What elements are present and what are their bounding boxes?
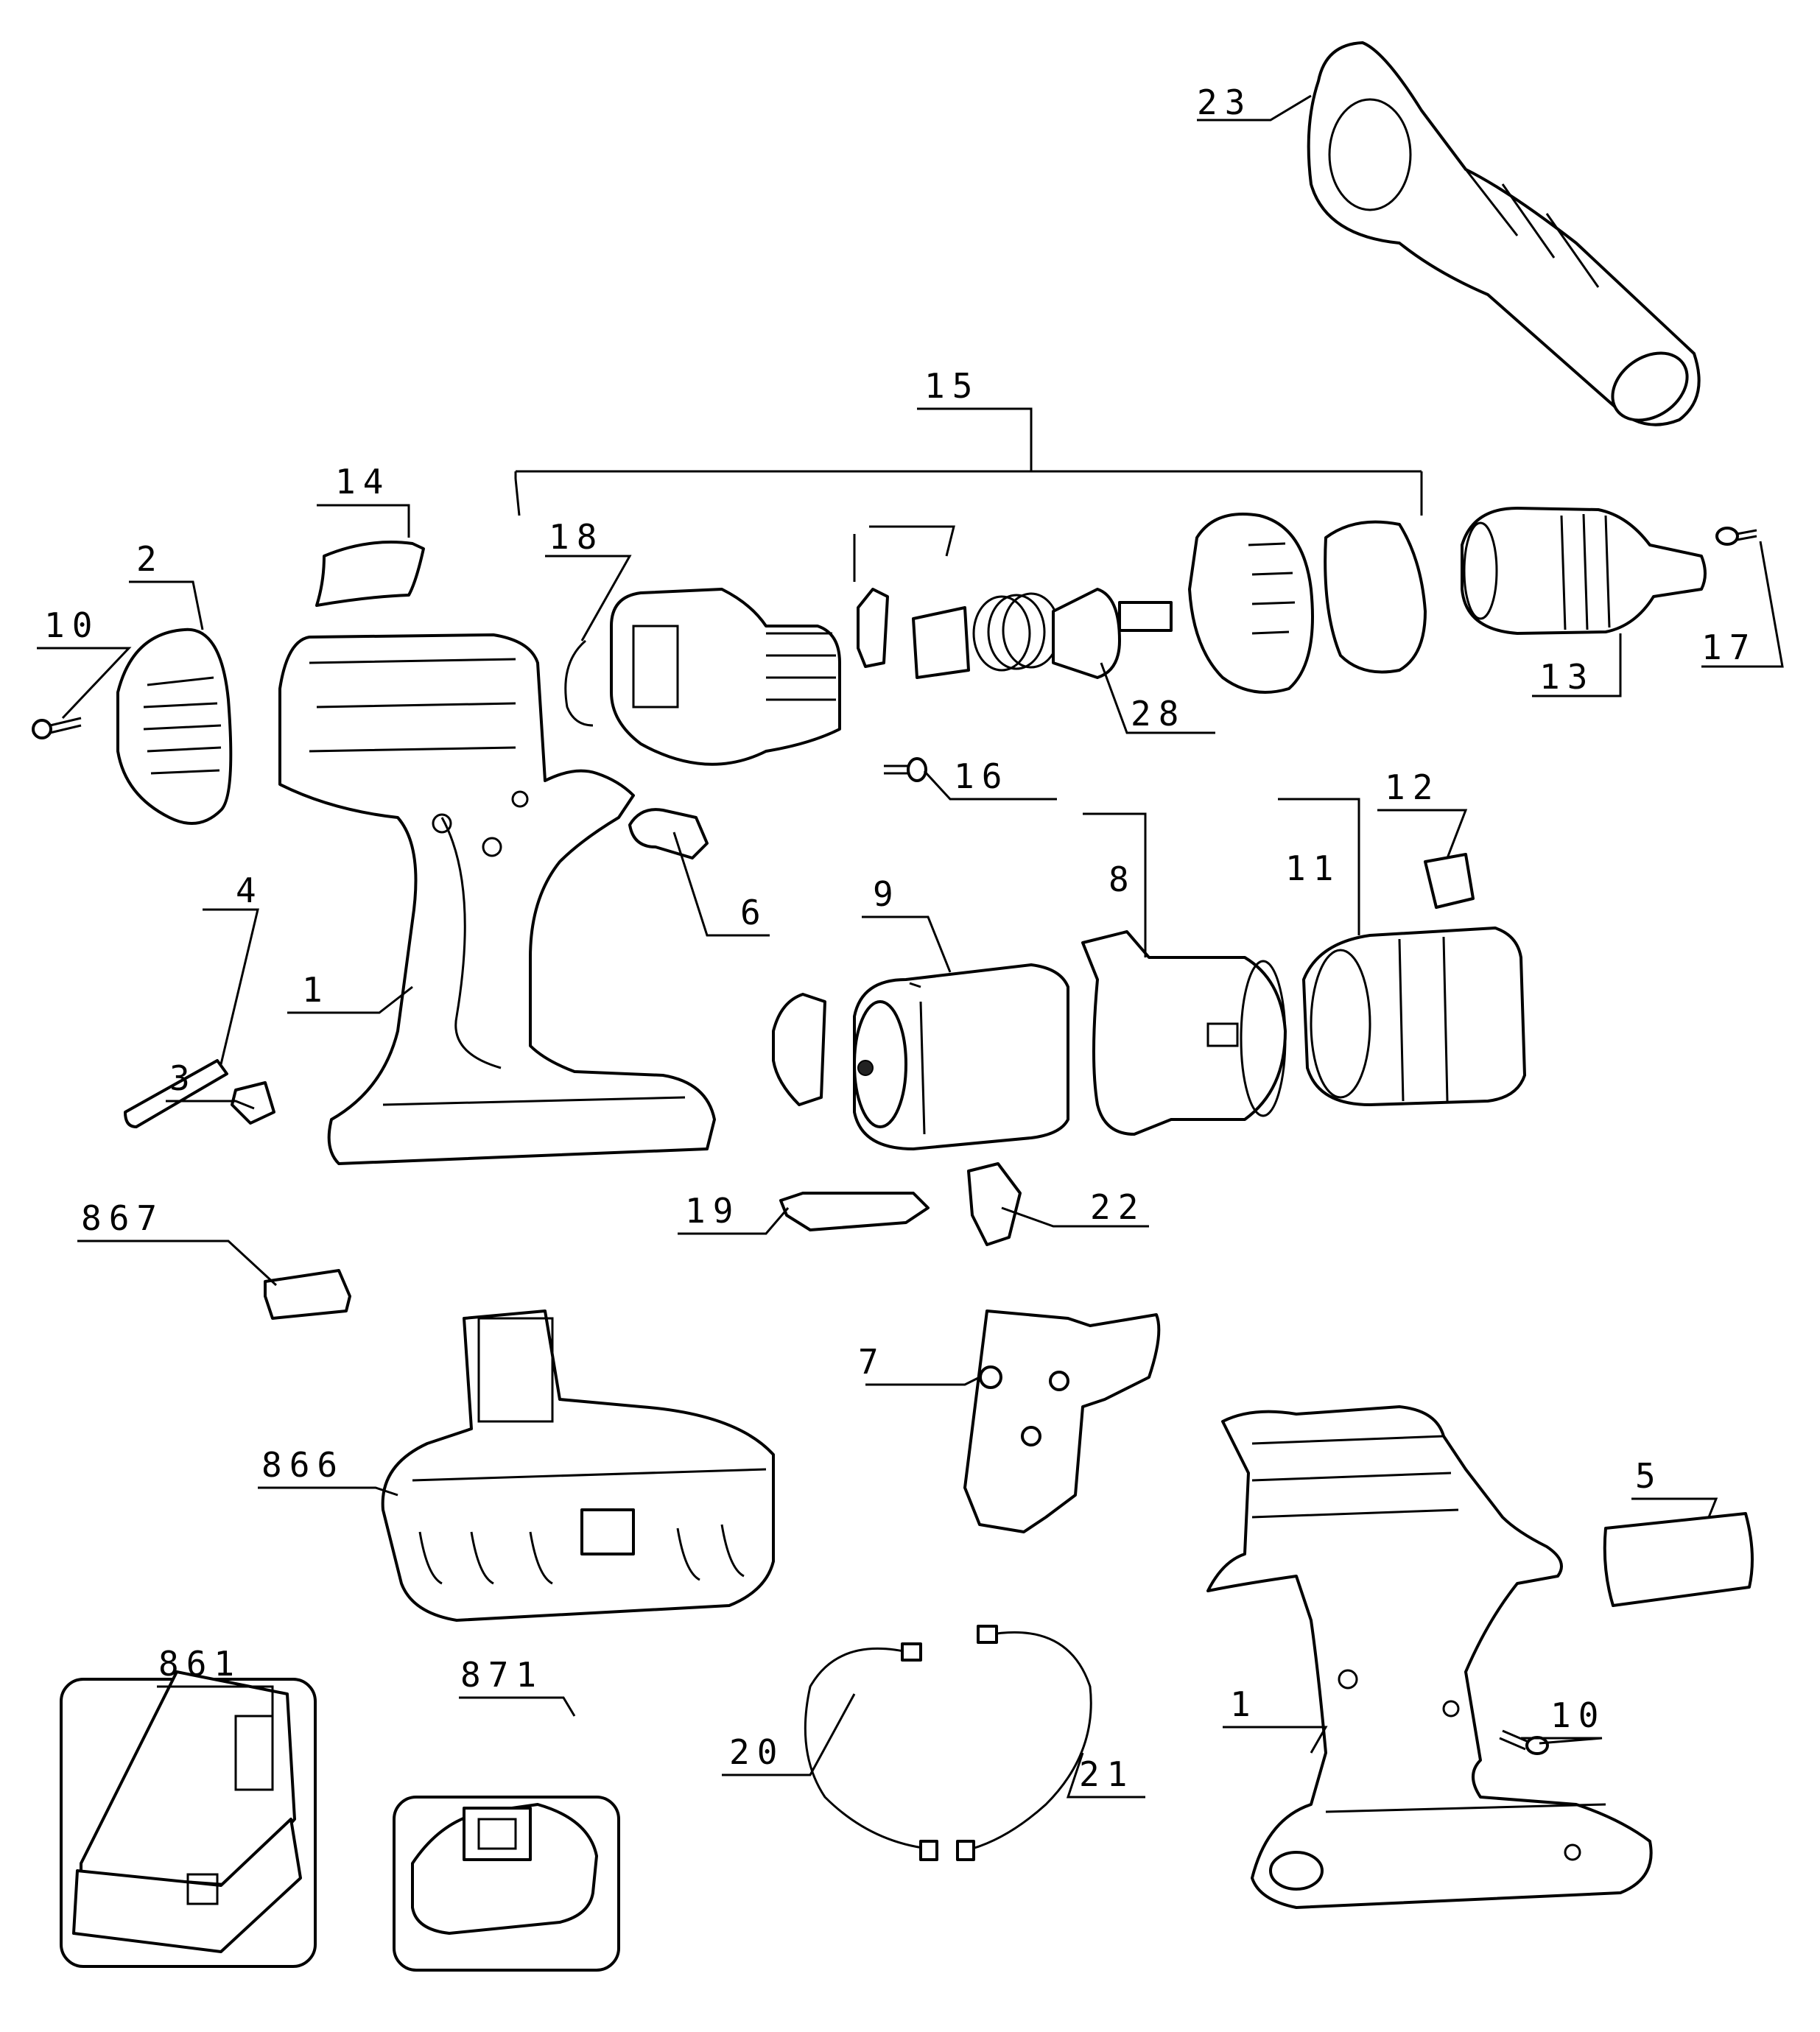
part-15-clutch-rings [1188, 513, 1427, 694]
part-4-bit [124, 1059, 228, 1128]
part-16-screw [884, 757, 927, 782]
leader-lines [37, 94, 1784, 1799]
part-12-clip [1424, 853, 1475, 909]
callout-19: 19 [685, 1191, 740, 1231]
part-15-planetary-parts [857, 588, 1061, 679]
callout-7: 7 [858, 1342, 886, 1382]
callout-3: 3 [169, 1058, 197, 1098]
part-7-switch [963, 1309, 1161, 1533]
part-2-end-cap [116, 627, 233, 825]
part-9-motor [853, 963, 1069, 1150]
callout-2: 2 [136, 539, 164, 579]
callout-9: 9 [873, 874, 901, 914]
callout-20: 20 [729, 1732, 784, 1772]
callout-871: 871 [460, 1655, 544, 1695]
part-13-chuck [1461, 507, 1707, 635]
part-1-housing-left [278, 633, 716, 1165]
part-871-charger [393, 1796, 620, 1972]
callout-866: 866 [261, 1445, 345, 1485]
callout-16: 16 [954, 756, 1009, 796]
callout-867: 867 [81, 1198, 164, 1238]
callout-12: 12 [1385, 767, 1440, 807]
part-28-spindle [1052, 588, 1173, 679]
part-20-wire [804, 1642, 938, 1861]
part-17-screw [1715, 527, 1757, 546]
part-10-screw-left [32, 717, 82, 739]
callout-1-right: 1 [1230, 1684, 1258, 1724]
part-866-battery [381, 1309, 775, 1622]
part-5-label [1603, 1512, 1754, 1607]
callout-21: 21 [1079, 1754, 1134, 1794]
part-6 [628, 808, 709, 859]
part-motor-bracket [772, 993, 826, 1106]
callout-14: 14 [335, 462, 390, 502]
part-18-retaining-ring [564, 639, 594, 727]
part-23-side-handle [1307, 41, 1701, 426]
callout-10-left: 10 [44, 605, 99, 645]
part-15-gear-case [610, 588, 841, 766]
part-14-label [315, 541, 425, 607]
callout-15: 15 [924, 366, 980, 406]
callout-861: 861 [158, 1644, 242, 1684]
part-22-clip [967, 1162, 1022, 1246]
part-21-wire [956, 1625, 1092, 1861]
callout-17: 17 [1701, 627, 1757, 667]
part-8-motor-housing [1081, 930, 1287, 1136]
part-11-gear-housing [1302, 927, 1526, 1106]
callout-28: 28 [1131, 694, 1186, 734]
callout-8: 8 [1108, 859, 1136, 899]
callout-13: 13 [1539, 657, 1595, 697]
callout-5: 5 [1635, 1456, 1663, 1496]
callout-11: 11 [1285, 848, 1341, 888]
callout-22: 22 [1090, 1187, 1145, 1227]
callout-23: 23 [1197, 82, 1252, 122]
callout-4: 4 [236, 871, 264, 910]
part-867-block [264, 1269, 351, 1320]
callout-18: 18 [549, 517, 604, 557]
callout-6: 6 [740, 893, 768, 932]
part-861-case [60, 1670, 317, 1968]
callout-10-right: 10 [1550, 1695, 1606, 1735]
part-19-plate [779, 1192, 930, 1231]
callout-1-left: 1 [302, 970, 330, 1010]
part-1-housing-right [1206, 1405, 1653, 1909]
part-3-bit-clip [231, 1081, 275, 1125]
